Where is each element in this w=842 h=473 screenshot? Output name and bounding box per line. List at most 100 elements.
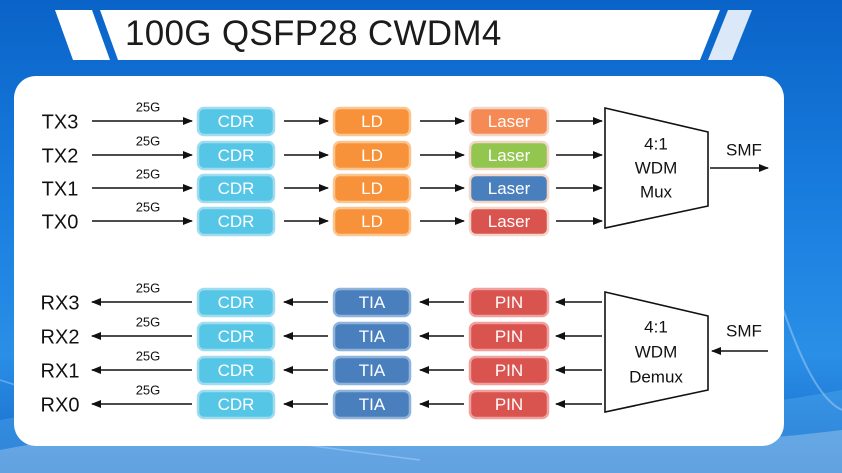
- rx-rate-label: 25G: [136, 348, 161, 363]
- rx-tia-box-label: TIA: [359, 361, 386, 380]
- rx-lane-label: RX3: [41, 292, 80, 314]
- tx-cdr-box-shape: [196, 140, 276, 171]
- tx-ld-box-shape: [332, 106, 412, 137]
- wdm-demux-shape: [604, 290, 709, 413]
- tx-rate-label: 25G: [136, 99, 161, 114]
- rx-pin-box-shape: [468, 287, 550, 318]
- tx-cdr-box: CDR: [196, 106, 276, 137]
- tx-cdr-box: CDR: [196, 173, 276, 204]
- tx-ld-box: LD: [332, 206, 412, 237]
- rx-cdr-box-shape: [196, 321, 276, 352]
- rx-tia-box-label: TIA: [359, 327, 386, 346]
- rx-tia-box: TIA: [332, 321, 412, 352]
- rx-cdr-box-shape: [196, 389, 276, 420]
- tx-ld-box-label: LD: [361, 212, 383, 231]
- tx-ld-box-shape: [332, 140, 412, 171]
- tx-laser-box-shape: [468, 206, 550, 237]
- tx-cdr-box-shape: [196, 173, 276, 204]
- tx-cdr-box-label: CDR: [218, 179, 255, 198]
- wdm-demux-label-3: Demux: [629, 367, 683, 386]
- tx-laser-box-shape: [468, 106, 550, 137]
- tx-ld-box: LD: [332, 173, 412, 204]
- tx-laser-box-label: Laser: [488, 212, 531, 231]
- tx-laser-box-label: Laser: [488, 146, 531, 165]
- tx-laser-box: Laser: [468, 140, 550, 171]
- rx-pin-box: PIN: [468, 389, 550, 420]
- tx-cdr-box: CDR: [196, 140, 276, 171]
- tx-laser-box: Laser: [468, 173, 550, 204]
- rx-lane-rx0: RX0 25G CDR TIA PIN: [41, 382, 602, 420]
- tx-lane-tx1: TX1 25G CDR LD Laser: [42, 166, 603, 204]
- rx-cdr-box: CDR: [196, 321, 276, 352]
- rx-pin-box-shape: [468, 389, 550, 420]
- title-banner: [55, 10, 752, 60]
- rx-pin-box-shape: [468, 355, 550, 386]
- rx-rate-label: 25G: [136, 314, 161, 329]
- tx-lane-label: TX2: [42, 145, 79, 167]
- tx-ld-box-shape: [332, 206, 412, 237]
- rx-tia-box-label: TIA: [359, 395, 386, 414]
- rx-tia-box: TIA: [332, 389, 412, 420]
- rx-lane-label: RX2: [41, 326, 80, 348]
- rx-cdr-box-label: CDR: [218, 293, 255, 312]
- tx-ld-box-shape: [332, 173, 412, 204]
- rx-cdr-box-label: CDR: [218, 361, 255, 380]
- tx-cdr-box-label: CDR: [218, 212, 255, 231]
- receive-section: RX3 25G CDR TIA PIN RX2 25G CDR TIA PIN RX1 25G CDR T…: [41, 280, 768, 420]
- rx-rate-label: 25G: [136, 280, 161, 295]
- rx-tia-box-shape: [332, 389, 412, 420]
- rx-pin-box: PIN: [468, 355, 550, 386]
- rx-tia-box-shape: [332, 287, 412, 318]
- tx-cdr-box-label: CDR: [218, 146, 255, 165]
- tx-lane-label: TX1: [42, 178, 79, 200]
- wdm-mux-label-3: Mux: [640, 182, 673, 201]
- tx-rate-label: 25G: [136, 133, 161, 148]
- rx-cdr-box: CDR: [196, 389, 276, 420]
- tx-rate-label: 25G: [136, 199, 161, 214]
- rx-tia-box-shape: [332, 321, 412, 352]
- tx-laser-box: Laser: [468, 206, 550, 237]
- tx-laser-box-shape: [468, 173, 550, 204]
- rx-lane-label: RX1: [41, 360, 80, 382]
- rx-cdr-box: CDR: [196, 287, 276, 318]
- rx-pin-box-label: PIN: [495, 395, 523, 414]
- tx-lane-tx2: TX2 25G CDR LD Laser: [42, 133, 603, 171]
- tx-ld-box: LD: [332, 140, 412, 171]
- rx-lane-rx2: RX2 25G CDR TIA PIN: [41, 314, 602, 352]
- rx-lane-rx1: RX1 25G CDR TIA PIN: [41, 348, 602, 386]
- rx-pin-box-shape: [468, 321, 550, 352]
- rx-pin-box: PIN: [468, 287, 550, 318]
- rx-cdr-box-label: CDR: [218, 327, 255, 346]
- wdm-demux-label-2: WDM: [635, 342, 677, 361]
- rx-tia-box: TIA: [332, 355, 412, 386]
- rx-cdr-box-label: CDR: [218, 395, 255, 414]
- rx-lane-label: RX0: [41, 394, 80, 416]
- rx-lane-rx3: RX3 25G CDR TIA PIN: [41, 280, 602, 318]
- page-title: 100G QSFP28 CWDM4: [125, 14, 502, 53]
- rx-cdr-box-shape: [196, 287, 276, 318]
- wdm-mux-label-1: 4:1: [644, 134, 668, 153]
- rx-cdr-box-shape: [196, 355, 276, 386]
- tx-laser-box-label: Laser: [488, 112, 531, 131]
- tx-cdr-box-shape: [196, 106, 276, 137]
- tx-cdr-box: CDR: [196, 206, 276, 237]
- tx-laser-box-label: Laser: [488, 179, 531, 198]
- rx-tia-box-label: TIA: [359, 293, 386, 312]
- rx-fiber-label: SMF: [726, 321, 762, 340]
- rx-pin-box: PIN: [468, 321, 550, 352]
- rx-cdr-box: CDR: [196, 355, 276, 386]
- tx-ld-box-label: LD: [361, 179, 383, 198]
- rx-rate-label: 25G: [136, 382, 161, 397]
- tx-rate-label: 25G: [136, 166, 161, 181]
- rx-pin-box-label: PIN: [495, 327, 523, 346]
- tx-laser-box-shape: [468, 140, 550, 171]
- tx-lane-label: TX3: [42, 111, 79, 133]
- rx-pin-box-label: PIN: [495, 293, 523, 312]
- wdm-demux-label-1: 4:1: [644, 317, 668, 336]
- tx-cdr-box-label: CDR: [218, 112, 255, 131]
- tx-cdr-box-shape: [196, 206, 276, 237]
